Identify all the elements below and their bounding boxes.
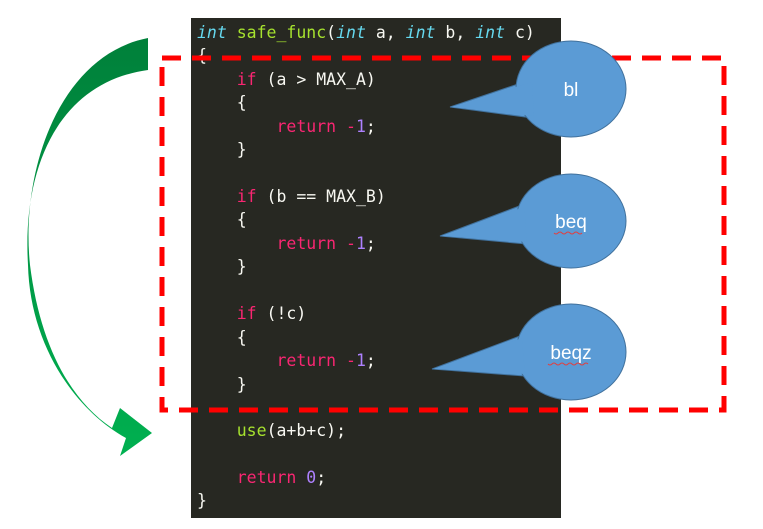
callout-beq-label: beq	[555, 212, 587, 233]
code-token: }	[197, 375, 247, 394]
code-token: ;	[365, 234, 376, 253]
code-line: use(a+b+c);	[197, 420, 346, 442]
code-token: -	[346, 117, 356, 136]
code-token: a,	[365, 23, 406, 42]
code-line: return -1;	[197, 233, 376, 255]
code-line: }	[197, 490, 207, 512]
code-token: (a > MAX_A)	[256, 70, 376, 89]
code-line: }	[197, 139, 247, 161]
code-token: -	[346, 351, 356, 370]
code-token: int	[336, 23, 366, 42]
code-token: return	[276, 117, 337, 136]
code-line: if (!c)	[197, 303, 307, 325]
callout-beq: beq	[439, 173, 627, 269]
code-token: }	[197, 140, 247, 159]
code-line: int safe_func(int a, int b, int c)	[197, 22, 535, 44]
code-line: if (b == MAX_B)	[197, 186, 386, 208]
code-line: return 0;	[197, 467, 326, 489]
code-token: if	[236, 304, 257, 323]
code-token: {	[197, 328, 247, 347]
code-line: }	[197, 256, 247, 278]
spellcheck-squiggle	[547, 362, 589, 366]
code-token: return	[276, 234, 337, 253]
code-token: if	[236, 70, 257, 89]
code-token: {	[197, 93, 247, 112]
code-line: return -1;	[197, 116, 376, 138]
code-token: ;	[365, 351, 376, 370]
code-line: }	[197, 374, 247, 396]
code-token: -	[346, 234, 356, 253]
code-token: c)	[505, 23, 535, 42]
code-token: int	[475, 23, 506, 42]
code-line: {	[197, 327, 247, 349]
code-token: use	[236, 421, 267, 440]
code-token: ;	[316, 468, 327, 487]
dashed-highlight-box	[159, 55, 727, 413]
code-token: (a+b+c);	[266, 421, 347, 440]
code-token: (!c)	[256, 304, 307, 323]
code-token: (b == MAX_B)	[256, 187, 386, 206]
code-token: {	[197, 210, 247, 229]
code-token: 0	[306, 468, 317, 487]
code-line: return -1;	[197, 350, 376, 372]
code-token: }	[197, 491, 207, 510]
skip-arrow	[27, 38, 152, 456]
spellcheck-squiggle	[553, 231, 583, 235]
callout-beqz: beqz	[431, 303, 627, 401]
code-token: 1	[355, 234, 366, 253]
code-token: return	[236, 468, 297, 487]
callout-bl-label: bl	[564, 80, 579, 101]
code-token: ;	[365, 117, 376, 136]
code-token: if	[236, 187, 257, 206]
code-token: return	[276, 351, 337, 370]
callout-beqz-label: beqz	[550, 343, 591, 364]
code-line: if (a > MAX_A)	[197, 69, 376, 91]
code-line: {	[197, 92, 247, 114]
code-token: 1	[355, 117, 366, 136]
callout-bl: bl	[449, 40, 627, 138]
code-token: int	[197, 23, 227, 42]
code-token: safe_func	[236, 23, 327, 42]
code-token: 1	[355, 351, 366, 370]
code-token: }	[197, 257, 247, 276]
code-token: int	[405, 23, 436, 42]
code-line: {	[197, 209, 247, 231]
code-token: (	[326, 23, 337, 42]
code-token: b,	[435, 23, 476, 42]
